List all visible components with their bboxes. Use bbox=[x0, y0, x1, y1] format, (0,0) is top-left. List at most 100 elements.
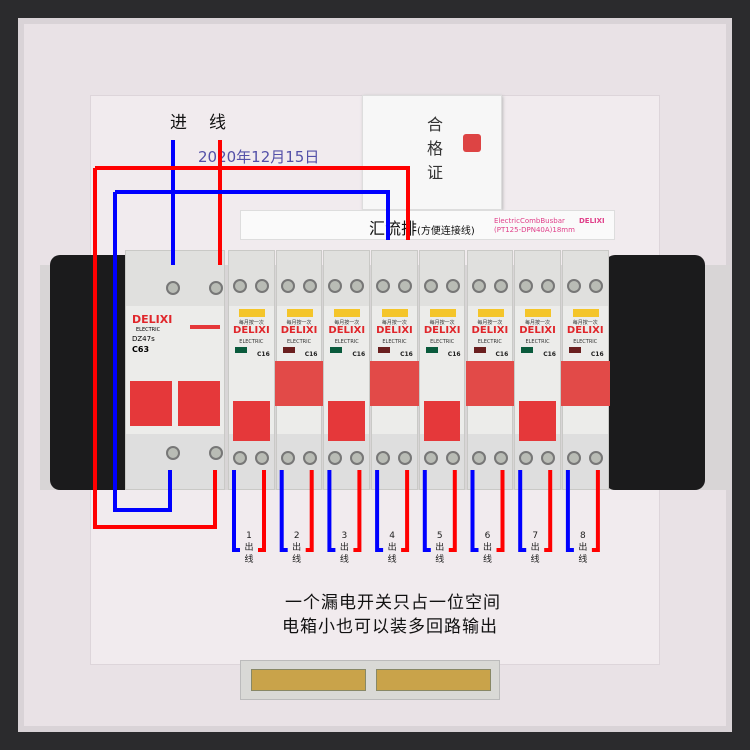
output-neutral-wire-1 bbox=[232, 470, 240, 552]
rcbo-handle[interactable] bbox=[328, 401, 366, 441]
rcbo-brand: DELIXI bbox=[328, 325, 366, 336]
outlet-char: 线 bbox=[339, 555, 349, 565]
busbar-label: 汇流排(方便连接线) ElectricCombBusbar(PT125-DPN4… bbox=[240, 210, 615, 240]
test-label: 每月按一次 bbox=[286, 320, 312, 326]
rcbo-sub: ELECTRIC bbox=[573, 339, 598, 345]
rcbo-sub: ELECTRIC bbox=[525, 339, 550, 345]
screw-icon bbox=[588, 451, 603, 465]
test-button[interactable] bbox=[286, 309, 313, 317]
test-button[interactable] bbox=[382, 309, 409, 317]
screw-icon bbox=[166, 446, 180, 460]
neutral-busbar-wire bbox=[115, 190, 390, 240]
outlet-char: 出 bbox=[387, 543, 397, 553]
main-breaker-sub: ELECTRIC bbox=[136, 327, 161, 333]
rcbo-breaker-7[interactable]: 每月按一次 DELIXI ELECTRIC C16 bbox=[514, 250, 561, 490]
output-live-wire-2 bbox=[305, 470, 314, 552]
test-label: 每月按一次 bbox=[525, 320, 551, 326]
rcbo-rating: C16 bbox=[257, 351, 270, 358]
screw-icon bbox=[398, 279, 413, 293]
screw-icon bbox=[233, 451, 247, 465]
screw-icon bbox=[493, 279, 508, 293]
main-breaker[interactable]: DELIXI ELECTRIC DZ47s C63 bbox=[125, 250, 225, 490]
output-neutral-wire-6 bbox=[470, 470, 479, 552]
rcbo-breaker-4[interactable]: 每月按一次 DELIXI ELECTRIC C16 bbox=[370, 250, 419, 490]
certificate-text: 合格证 bbox=[424, 116, 443, 188]
outlet-char: 线 bbox=[292, 555, 302, 565]
screw-icon bbox=[209, 446, 223, 460]
rcbo-breaker-3[interactable]: 每月按一次 DELIXI ELECTRIC C16 bbox=[323, 250, 371, 490]
screw-icon bbox=[588, 279, 603, 293]
rcbo-sub: ELECTRIC bbox=[239, 339, 264, 345]
status-window bbox=[378, 347, 391, 353]
rcbo-rating: C16 bbox=[447, 351, 461, 358]
test-label: 每月按一次 bbox=[334, 320, 360, 326]
test-button[interactable] bbox=[477, 309, 504, 317]
busbar-brand: DELIXI bbox=[579, 217, 605, 225]
pole-stripe bbox=[190, 325, 220, 329]
test-button[interactable] bbox=[334, 309, 361, 317]
rcbo-brand: DELIXI bbox=[233, 325, 270, 336]
output-neutral-wire-3 bbox=[327, 470, 336, 552]
output-live-wire-4 bbox=[401, 470, 410, 552]
outlet-char: 出 bbox=[339, 543, 349, 553]
rcbo-handle[interactable] bbox=[519, 401, 556, 441]
rcbo-handle[interactable] bbox=[274, 361, 324, 406]
screw-icon bbox=[328, 279, 343, 293]
main-breaker-handle[interactable] bbox=[130, 381, 172, 426]
outlet-char: 线 bbox=[435, 555, 445, 565]
status-window bbox=[425, 347, 438, 353]
output-neutral-wire-2 bbox=[279, 470, 288, 552]
rcbo-rating: C16 bbox=[495, 351, 509, 358]
main-breaker-model: DZ47s bbox=[132, 335, 155, 343]
screw-icon bbox=[280, 279, 295, 293]
rcbo-breaker-8[interactable]: 每月按一次 DELIXI ELECTRIC C16 bbox=[560, 250, 610, 490]
outlet-char: 出 bbox=[530, 543, 540, 553]
rcbo-breaker-2[interactable]: 每月按一次 DELIXI ELECTRIC C16 bbox=[274, 250, 324, 490]
test-button[interactable] bbox=[572, 309, 599, 317]
rcbo-breaker-5[interactable]: 每月按一次 DELIXI ELECTRIC C16 bbox=[418, 250, 466, 490]
screw-icon bbox=[280, 451, 295, 465]
output-neutral-wire-5 bbox=[422, 470, 431, 552]
screw-icon bbox=[209, 281, 223, 295]
rcbo-handle[interactable] bbox=[370, 361, 419, 406]
terminal-block bbox=[240, 660, 500, 700]
rcbo-sub: ELECTRIC bbox=[286, 339, 312, 345]
test-label: 每月按一次 bbox=[572, 320, 598, 326]
rcbo-handle[interactable] bbox=[560, 361, 610, 406]
rcbo-breaker-6[interactable]: 每月按一次 DELIXI ELECTRIC C16 bbox=[465, 250, 515, 490]
test-button[interactable] bbox=[429, 309, 456, 317]
busbar-title: 汇流排(方便连接线) bbox=[369, 219, 475, 238]
rcbo-sub: ELECTRIC bbox=[477, 339, 502, 345]
screw-icon bbox=[166, 281, 180, 295]
screw-icon bbox=[471, 279, 486, 293]
outlet-char: 线 bbox=[482, 555, 492, 565]
screw-icon bbox=[566, 279, 581, 293]
outlet-char: 线 bbox=[530, 555, 540, 565]
test-button[interactable] bbox=[239, 309, 265, 317]
rcbo-handle[interactable] bbox=[465, 361, 515, 406]
main-breaker-handle[interactable] bbox=[178, 381, 220, 426]
rcbo-brand: DELIXI bbox=[423, 325, 461, 336]
rcbo-handle[interactable] bbox=[233, 401, 270, 441]
screw-icon bbox=[376, 451, 391, 465]
outlet-char: 线 bbox=[578, 555, 588, 565]
test-button[interactable] bbox=[525, 309, 552, 317]
screw-icon bbox=[445, 451, 460, 465]
note-line-1: 一个漏电开关只占一位空间 bbox=[285, 593, 501, 613]
live-busbar-wire bbox=[95, 166, 410, 240]
rcbo-handle[interactable] bbox=[423, 401, 461, 441]
rcbo-brand: DELIXI bbox=[280, 325, 318, 336]
rcbo-breaker-1[interactable]: 每月按一次 DELIXI ELECTRIC C16 bbox=[228, 250, 275, 490]
incoming-label: 进线 bbox=[170, 113, 248, 133]
busbar-spec: ElectricCombBusbar(PT125-DPN40A)18mm bbox=[494, 217, 575, 234]
rcbo-rating: C16 bbox=[304, 351, 318, 358]
status-window bbox=[473, 347, 486, 353]
screw-icon bbox=[350, 279, 365, 293]
rcbo-rating: C16 bbox=[590, 351, 604, 358]
